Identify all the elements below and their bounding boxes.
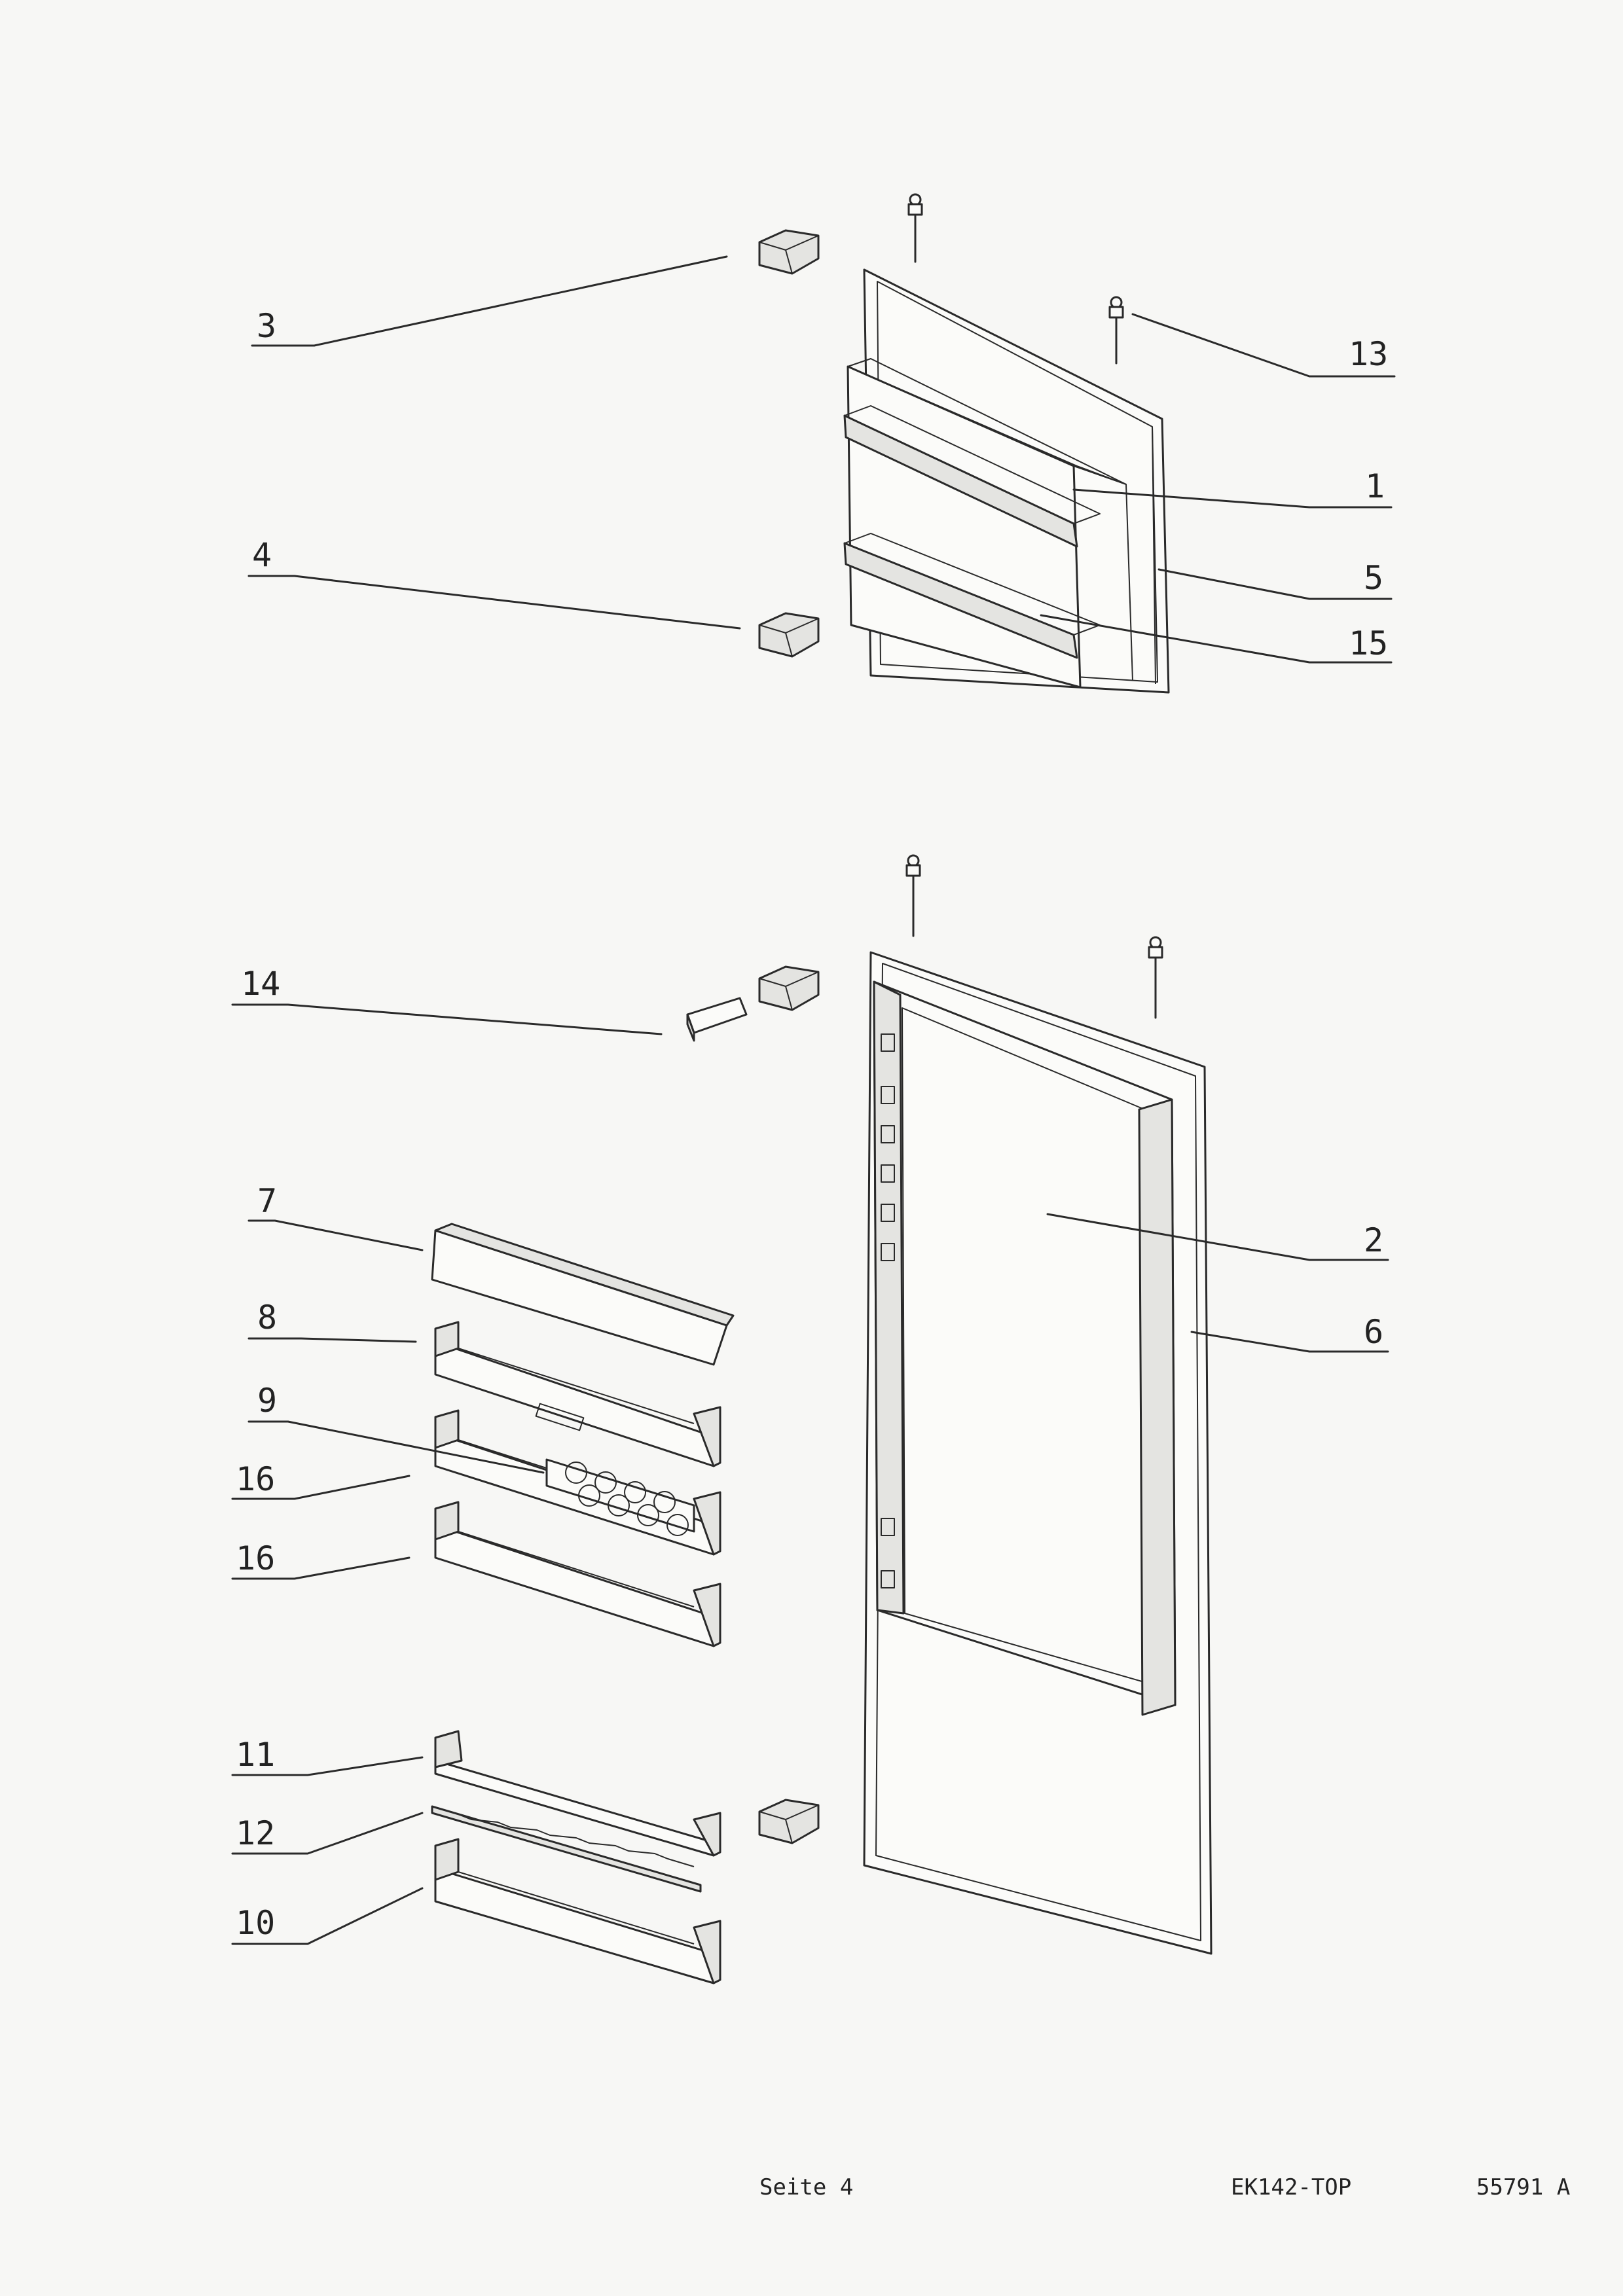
- leader-lines: [231, 255, 1396, 1945]
- hinge-lower-fridge: [758, 1799, 820, 1844]
- callout-12: 12: [236, 1814, 275, 1852]
- bottle-bar-11: [434, 1730, 721, 1857]
- shelf-8: [434, 1321, 721, 1467]
- part-14-block: [686, 997, 748, 1042]
- callout-15: 15: [1349, 624, 1388, 662]
- footer-page: Seite 4: [759, 2174, 854, 2200]
- callout-4: 4: [252, 536, 272, 574]
- callout-8: 8: [257, 1299, 277, 1336]
- footer-doc-number: 55791 A: [1476, 2174, 1571, 2200]
- callout-13: 13: [1349, 335, 1388, 373]
- screw-fridge-left: [905, 854, 921, 937]
- callout-9: 9: [257, 1382, 277, 1420]
- footer-model: EK142-TOP: [1231, 2174, 1352, 2200]
- door-rail-slots: [881, 1033, 895, 1588]
- callout-2: 2: [1364, 1221, 1383, 1259]
- bottle-holder-12: [431, 1805, 702, 1893]
- shelf-10: [434, 1838, 721, 1984]
- callout-16b: 16: [236, 1539, 275, 1577]
- callout-14: 14: [241, 965, 280, 1003]
- callout-5: 5: [1364, 559, 1383, 597]
- callout-11: 11: [236, 1736, 275, 1774]
- callout-1: 1: [1365, 467, 1385, 505]
- hinge-part-3: [758, 229, 820, 275]
- freezer-door: [843, 268, 1170, 694]
- callout-6: 6: [1364, 1313, 1383, 1351]
- fridge-door: [863, 951, 1213, 1955]
- screw-freezer-right: [1108, 296, 1124, 365]
- hinge-upper-fridge: [758, 965, 820, 1011]
- callout-3: 3: [257, 307, 276, 345]
- hinge-part-4: [758, 612, 820, 658]
- shelf-16-lower: [434, 1501, 721, 1647]
- callout-16a: 16: [236, 1460, 275, 1498]
- screw-freezer-left: [907, 193, 923, 263]
- callout-10: 10: [236, 1904, 275, 1942]
- callout-7: 7: [257, 1182, 277, 1220]
- egg-tray-9: [545, 1458, 695, 1536]
- screw-fridge-right: [1148, 936, 1163, 1019]
- shelf-lid-7: [431, 1223, 735, 1366]
